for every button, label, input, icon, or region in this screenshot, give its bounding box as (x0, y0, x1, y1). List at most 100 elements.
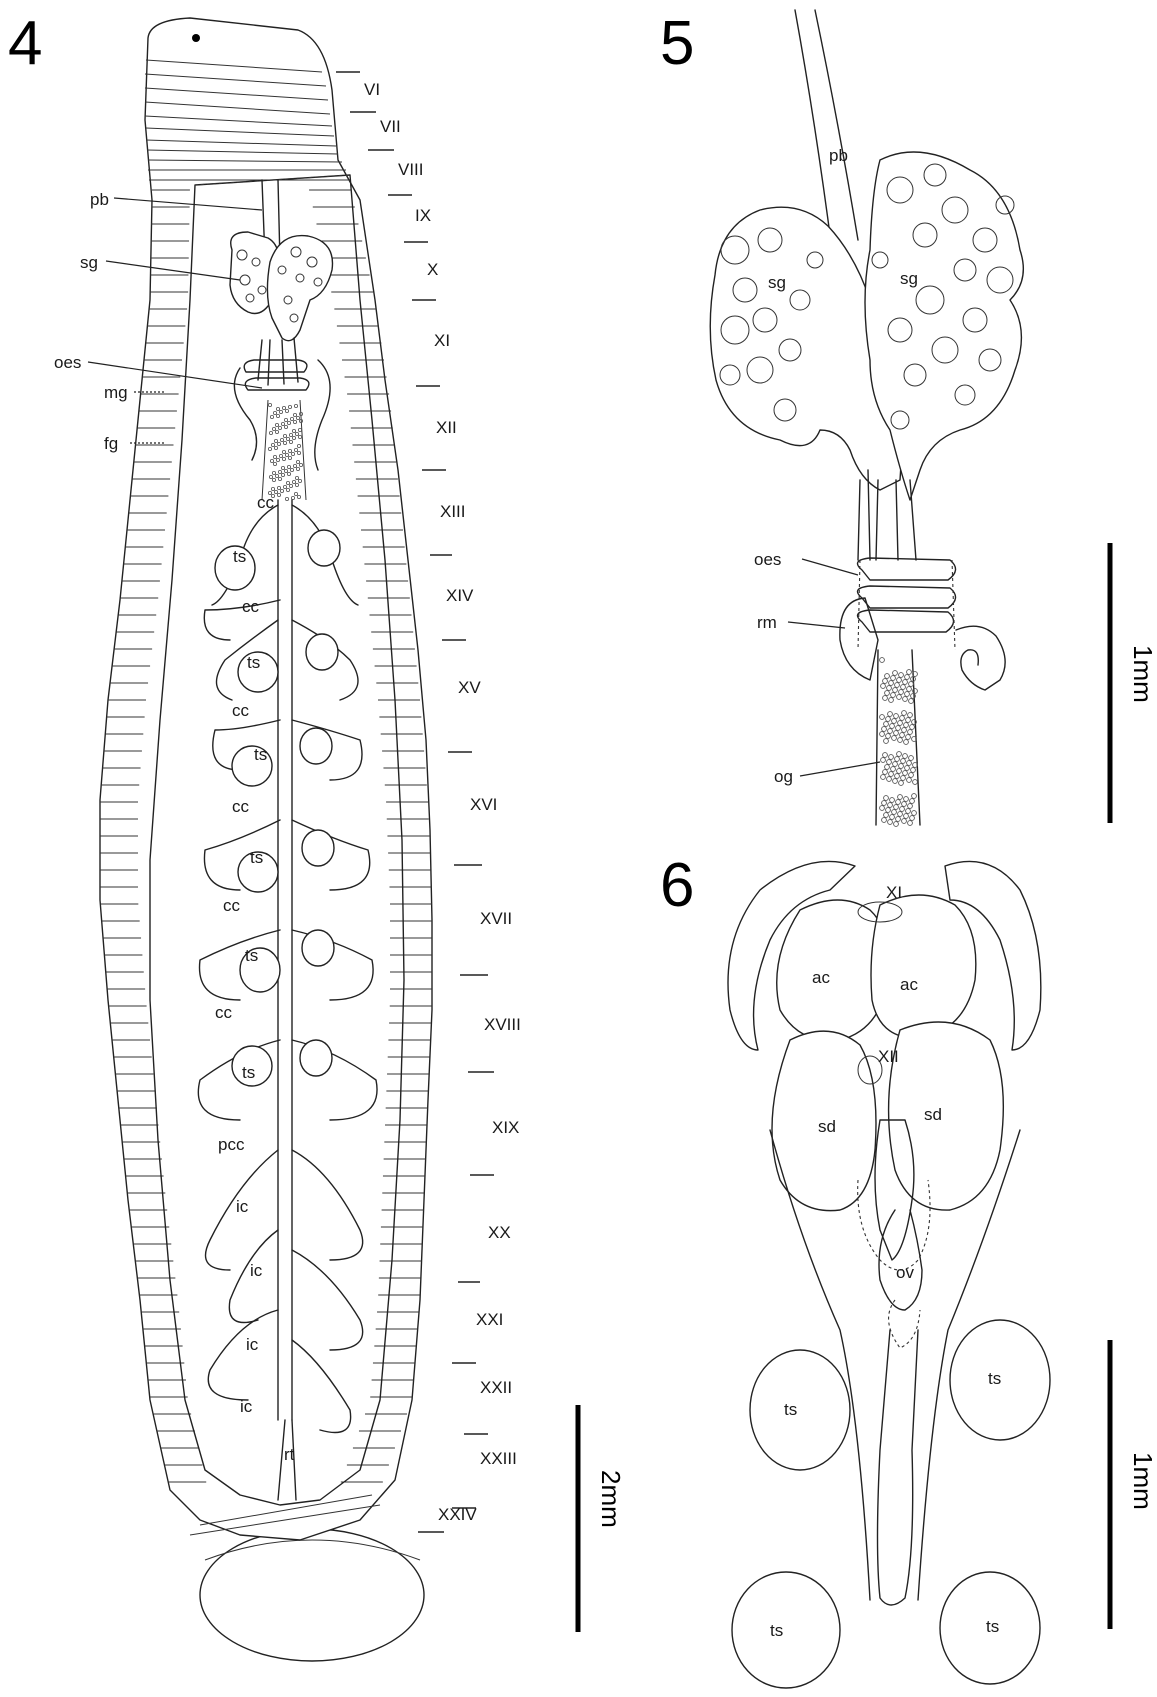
stipple-dot (284, 452, 289, 457)
stipple-dot (908, 681, 914, 687)
leader-oes-4 (87, 361, 263, 389)
segment-XVIII: XVIII (484, 1015, 521, 1034)
gland-cell (887, 317, 913, 343)
stipple-dot (908, 772, 914, 778)
segment-ticks (336, 71, 494, 1533)
eye-spot (192, 34, 200, 42)
lateral-annuli-right (309, 189, 432, 1483)
stipple-dot (285, 480, 290, 485)
stipple-dot (283, 417, 288, 422)
stipple-dot (880, 683, 886, 689)
segment-XVII: XVII (480, 909, 512, 928)
stipple-dot (905, 717, 911, 723)
figure-6-reproductive-organs: 6 XI ac ac XII sd sd ov ts ts ts ts (660, 851, 1157, 1689)
leader-rm (787, 621, 846, 629)
label-XI: XI (886, 883, 902, 902)
ovary (878, 1209, 923, 1311)
stipple-dot (272, 454, 277, 459)
atrium-arm-left (727, 860, 856, 1051)
stipple-dot (276, 492, 281, 497)
label-mg: mg (104, 383, 128, 402)
stipple-dot (893, 804, 899, 810)
stipple-dot (912, 779, 918, 785)
stipple-dot (286, 471, 291, 476)
stipple-dot (900, 775, 906, 781)
stipple-dot (291, 435, 296, 440)
stipple-dot (273, 438, 278, 443)
stipple-dot (273, 489, 278, 494)
stipple-dot (274, 473, 279, 478)
dissection-window (149, 174, 405, 1506)
stipple-dot (906, 760, 912, 766)
label-oes-5: oes (754, 550, 781, 569)
segment-VII: VII (380, 117, 401, 136)
oesophagus-5 (856, 557, 957, 633)
stipple-dot (288, 432, 293, 437)
segment-IX: IX (415, 206, 431, 225)
stipple-dot (284, 408, 289, 413)
gland-cell (962, 307, 988, 333)
testis-6c (731, 1571, 841, 1689)
gland-cell (746, 356, 774, 384)
stipple-dot (274, 429, 279, 434)
segment-XX: XX (488, 1223, 511, 1242)
gland-cell (978, 348, 1002, 372)
stipple-dot (293, 491, 298, 496)
stipple-dot (276, 485, 281, 490)
penis-stalk (876, 1329, 919, 1606)
stipple-dot (298, 418, 303, 423)
stipple-dot (883, 795, 889, 801)
segment-XI-mark (857, 901, 903, 923)
stipple-dot (882, 695, 888, 701)
gland-cells (236, 246, 323, 323)
stipple-dot (270, 493, 275, 498)
stipple-dot (879, 714, 885, 720)
stipple-dot (895, 799, 901, 805)
label-cc-4: cc (232, 797, 250, 816)
stipple-dot (277, 469, 282, 474)
stipple-dot (887, 819, 893, 825)
stipple-dot (895, 816, 901, 822)
testes-fig4 (214, 529, 341, 1087)
stipple-dot (883, 721, 889, 727)
stipple-dot (899, 715, 905, 721)
stipple-dot (898, 672, 904, 678)
gland-cell (986, 266, 1014, 294)
stipple-dot (909, 815, 915, 821)
gland-cell (915, 285, 945, 315)
stipple-dot (903, 739, 909, 745)
stipple-dot (898, 763, 904, 769)
stipple-dot (286, 420, 291, 425)
label-ic-1: ic (236, 1197, 249, 1216)
gland-cell (886, 176, 914, 204)
stipple-dot (896, 768, 902, 774)
stipple-dot (892, 670, 898, 676)
stipple-dot (291, 479, 296, 484)
stipple-dot (280, 421, 285, 426)
stipple-dot (906, 686, 912, 692)
stipple-dot (296, 494, 301, 499)
gland-cell (773, 398, 797, 422)
stipple-dot (879, 731, 885, 737)
gland-cell (732, 277, 758, 303)
seminal-sac-left (771, 1030, 877, 1212)
stipple-dot (289, 416, 294, 421)
stipple-dot (294, 475, 299, 480)
stipple-dot (879, 805, 885, 811)
gland-ducts-5 (857, 469, 917, 561)
label-fg: fg (104, 434, 118, 453)
label-ts-2: ts (247, 653, 260, 672)
stipple-dot (298, 411, 303, 416)
stipple-dot (274, 422, 279, 427)
label-cc-2: cc (242, 597, 260, 616)
label-sg-4: sg (80, 253, 98, 272)
stipple-dot (270, 486, 275, 491)
stipple-dot (292, 463, 297, 468)
stipple-dot (298, 462, 303, 467)
testis-6d (939, 1571, 1041, 1685)
label-oes-4: oes (54, 353, 81, 372)
stipple-dot (910, 676, 916, 682)
oesophageal-gland (261, 399, 307, 501)
stipple-dot (287, 404, 292, 409)
